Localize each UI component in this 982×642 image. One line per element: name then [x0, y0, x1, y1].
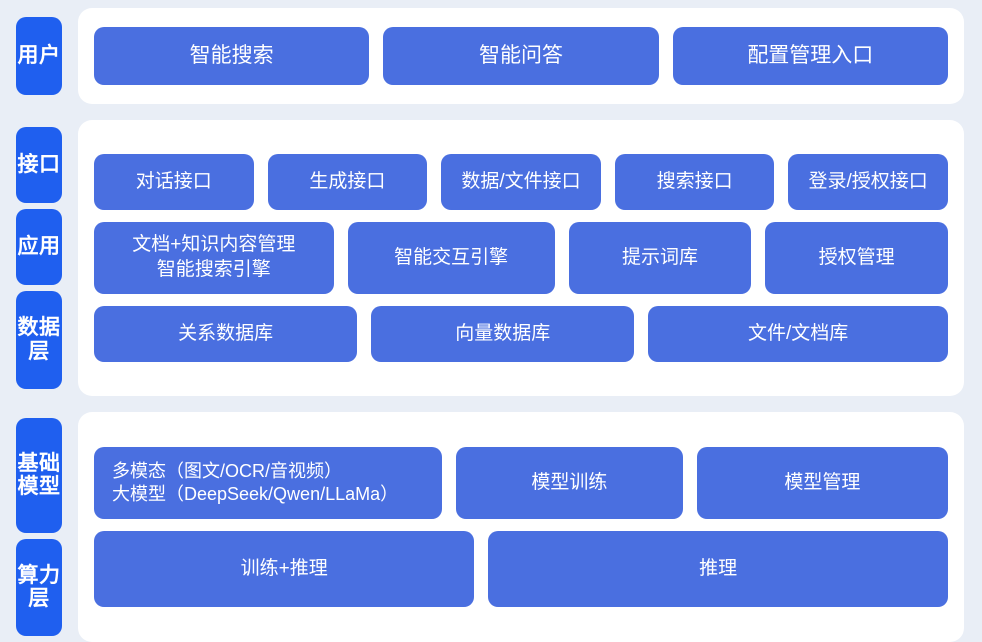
row-data: 关系数据库 向量数据库 文件/文档库 — [94, 306, 948, 362]
box-vector-database[interactable]: 向量数据库 — [371, 306, 635, 362]
box-model-management[interactable]: 模型管理 — [696, 447, 949, 519]
box-smart-search[interactable]: 智能搜索 — [94, 27, 370, 85]
row-user: 智能搜索 智能问答 配置管理入口 — [94, 27, 948, 85]
row-application: 文档+知识内容管理 智能搜索引擎 智能交互引擎 提示词库 授权管理 — [94, 222, 948, 294]
box-data-file-interface[interactable]: 数据/文件接口 — [441, 154, 601, 210]
section-application: 接口 应用 数据层 对话接口 生成接口 数据/文件接口 搜索接口 登录/授权接口… — [0, 120, 982, 396]
box-file-document-store[interactable]: 文件/文档库 — [648, 306, 948, 362]
rail-model: 基础模型 算力层 — [0, 412, 78, 642]
row-interface: 对话接口 生成接口 数据/文件接口 搜索接口 登录/授权接口 — [94, 154, 948, 210]
rail-user: 用户 — [0, 8, 78, 104]
box-multimodal-large-model[interactable]: 多模态（图文/OCR/音视频） 大模型（DeepSeek/Qwen/LLaMa） — [94, 447, 443, 519]
row-base-model: 多模态（图文/OCR/音视频） 大模型（DeepSeek/Qwen/LLaMa）… — [94, 447, 949, 519]
box-relational-database[interactable]: 关系数据库 — [94, 306, 358, 362]
panel-user: 智能搜索 智能问答 配置管理入口 — [78, 8, 964, 104]
section-model: 基础模型 算力层 多模态（图文/OCR/音视频） 大模型（DeepSeek/Qw… — [0, 412, 982, 642]
box-model-training[interactable]: 模型训练 — [456, 447, 683, 519]
box-search-interface[interactable]: 搜索接口 — [614, 154, 775, 210]
box-inference[interactable]: 推理 — [488, 531, 948, 607]
rail-label-base-model: 基础模型 — [16, 418, 62, 533]
row-compute: 训练+推理 推理 — [94, 531, 948, 607]
box-config-management-entry[interactable]: 配置管理入口 — [672, 27, 948, 85]
rail-label-user: 用户 — [16, 17, 62, 95]
box-smart-qa[interactable]: 智能问答 — [383, 27, 659, 85]
box-prompt-library[interactable]: 提示词库 — [568, 222, 752, 294]
box-doc-knowledge-management[interactable]: 文档+知识内容管理 智能搜索引擎 — [94, 222, 334, 294]
panel-application: 对话接口 生成接口 数据/文件接口 搜索接口 登录/授权接口 文档+知识内容管理… — [78, 120, 964, 396]
panel-model: 多模态（图文/OCR/音视频） 大模型（DeepSeek/Qwen/LLaMa）… — [78, 412, 964, 642]
box-training-plus-inference[interactable]: 训练+推理 — [94, 531, 475, 607]
section-user: 用户 智能搜索 智能问答 配置管理入口 — [0, 0, 982, 104]
rail-label-compute-layer: 算力层 — [16, 538, 62, 636]
box-smart-interaction-engine[interactable]: 智能交互引擎 — [347, 222, 555, 294]
rail-label-interface: 接口 — [16, 127, 62, 203]
rail-label-data-layer: 数据层 — [16, 291, 62, 389]
box-dialog-interface[interactable]: 对话接口 — [94, 154, 254, 210]
box-generation-interface[interactable]: 生成接口 — [267, 154, 428, 210]
rail-application: 接口 应用 数据层 — [0, 120, 78, 396]
box-login-auth-interface[interactable]: 登录/授权接口 — [788, 154, 948, 210]
rail-label-application: 应用 — [16, 209, 62, 285]
box-authorization-management[interactable]: 授权管理 — [765, 222, 948, 294]
